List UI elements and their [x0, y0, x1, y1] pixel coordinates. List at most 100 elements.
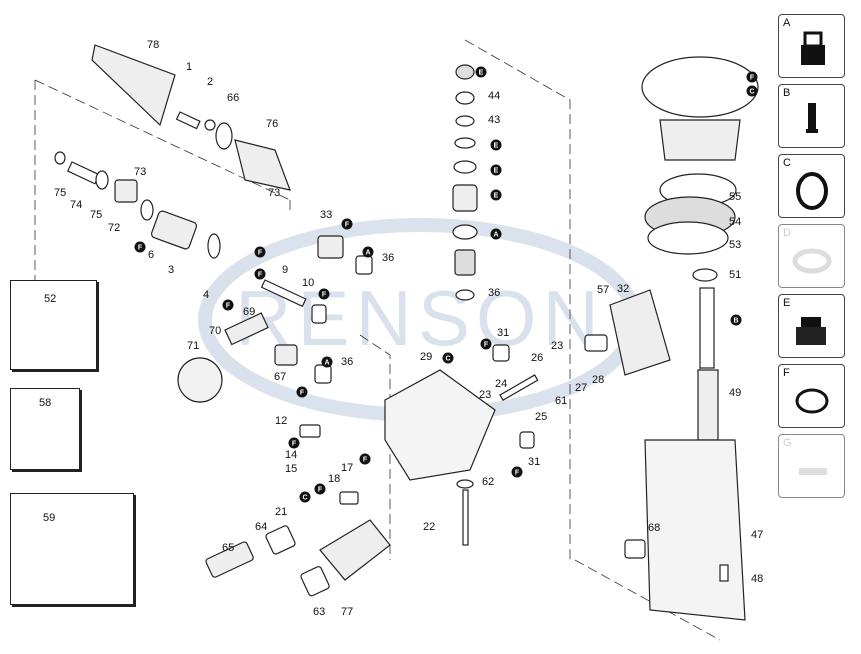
kit-callout-f: F	[288, 437, 300, 449]
kit-letter: G	[783, 437, 792, 449]
svg-text:F: F	[258, 250, 263, 257]
part-label: 54	[729, 216, 741, 228]
svg-text:F: F	[515, 470, 520, 477]
kit-g[interactable]: G	[778, 434, 845, 498]
kit-callout-c: C	[746, 85, 758, 97]
part-label: 18	[328, 473, 340, 485]
part-label: 4	[203, 289, 209, 301]
part-label: 28	[592, 374, 604, 386]
svg-text:C: C	[302, 495, 307, 502]
part-label: 69	[243, 306, 255, 318]
part-label: 73	[268, 187, 280, 199]
part-label: 61	[555, 395, 567, 407]
kit-f[interactable]: F	[778, 364, 845, 428]
svg-text:F: F	[226, 303, 231, 310]
part-label: 9	[282, 264, 288, 276]
svg-text:E: E	[479, 70, 484, 77]
part-label: 23	[479, 389, 491, 401]
part-label: 29	[420, 351, 432, 363]
part-label: 64	[255, 521, 267, 533]
part-label: 14	[285, 449, 297, 461]
part-label: 33	[320, 209, 332, 221]
kit-c[interactable]: C	[778, 154, 845, 218]
part-label: 6	[148, 249, 154, 261]
kit-callout-f: F	[314, 483, 326, 495]
packing-icon	[796, 317, 826, 345]
kit-callout-e: E	[490, 189, 502, 201]
svg-text:A: A	[324, 360, 329, 367]
inset-part-52: 52	[10, 280, 97, 370]
washer-icon	[799, 468, 827, 475]
kit-callout-f: F	[359, 453, 371, 465]
part-label: 47	[751, 529, 763, 541]
part-label: 10	[302, 277, 314, 289]
kit-callout-b: B	[730, 314, 742, 326]
part-label: 1	[186, 61, 192, 73]
part-labels: 7812667673737574757263491033367069716736…	[54, 39, 763, 618]
svg-text:F: F	[318, 487, 323, 494]
oring-icon	[796, 172, 828, 210]
svg-text:B: B	[733, 318, 738, 325]
kit-letter: A	[783, 17, 791, 29]
svg-text:F: F	[292, 441, 297, 448]
svg-text:F: F	[300, 390, 305, 397]
parts	[54, 44, 759, 621]
svg-text:F: F	[363, 457, 368, 464]
inset-part-59: 59	[10, 493, 134, 605]
kit-callout-a: A	[490, 228, 502, 240]
kit-callout-e: E	[490, 139, 502, 151]
svg-text:E: E	[494, 168, 499, 175]
kit-e[interactable]: E	[778, 294, 845, 358]
kit-callout-f: F	[134, 241, 146, 253]
part-label: 22	[423, 521, 435, 533]
kit-callout-f: F	[341, 218, 353, 230]
part-label: 36	[341, 356, 353, 368]
part-label: 44	[488, 90, 500, 102]
part-label: 26	[531, 352, 543, 364]
part-label: 77	[341, 606, 353, 618]
part-label: 70	[209, 325, 221, 337]
svg-text:F: F	[484, 342, 489, 349]
part-label: 73	[134, 166, 146, 178]
part-label: 43	[488, 114, 500, 126]
kit-letter: C	[783, 157, 791, 169]
part-label: 78	[147, 39, 159, 51]
part-label: 23	[551, 340, 563, 352]
svg-text:F: F	[322, 292, 327, 299]
svg-text:E: E	[494, 143, 499, 150]
part-label: 66	[227, 92, 239, 104]
kit-letter: B	[783, 87, 791, 99]
part-label: 75	[90, 209, 102, 221]
part-label: 48	[751, 573, 763, 585]
part-label: 63	[313, 606, 325, 618]
svg-text:F: F	[345, 222, 350, 229]
part-label: 76	[266, 118, 278, 130]
kit-callout-a: A	[362, 246, 374, 258]
part-label: 17	[341, 462, 353, 474]
kit-callout-a: A	[321, 356, 333, 368]
part-label: 53	[729, 239, 741, 251]
part-label: 32	[617, 283, 629, 295]
part-label: 31	[528, 456, 540, 468]
kit-callout-f: F	[222, 299, 234, 311]
kit-letter: E	[783, 297, 791, 309]
part-label: 25	[535, 411, 547, 423]
part-label: 57	[597, 284, 609, 296]
part-label: 49	[729, 387, 741, 399]
kit-b[interactable]: B	[778, 84, 845, 148]
kit-callout-f: F	[746, 71, 758, 83]
svg-text:C: C	[749, 89, 754, 96]
svg-text:E: E	[494, 193, 499, 200]
svg-text:C: C	[445, 356, 450, 363]
kit-d[interactable]: D	[778, 224, 845, 288]
part-label: 55	[729, 191, 741, 203]
part-label: 65	[222, 542, 234, 554]
part-label: 36	[382, 252, 394, 264]
part-label: 67	[274, 371, 286, 383]
inset-part-58: 58	[10, 388, 80, 470]
part-label: 51	[729, 269, 741, 281]
kit-a[interactable]: A	[778, 14, 845, 78]
kit-callout-f: F	[480, 338, 492, 350]
svg-text:A: A	[493, 232, 498, 239]
part-label: 62	[482, 476, 494, 488]
